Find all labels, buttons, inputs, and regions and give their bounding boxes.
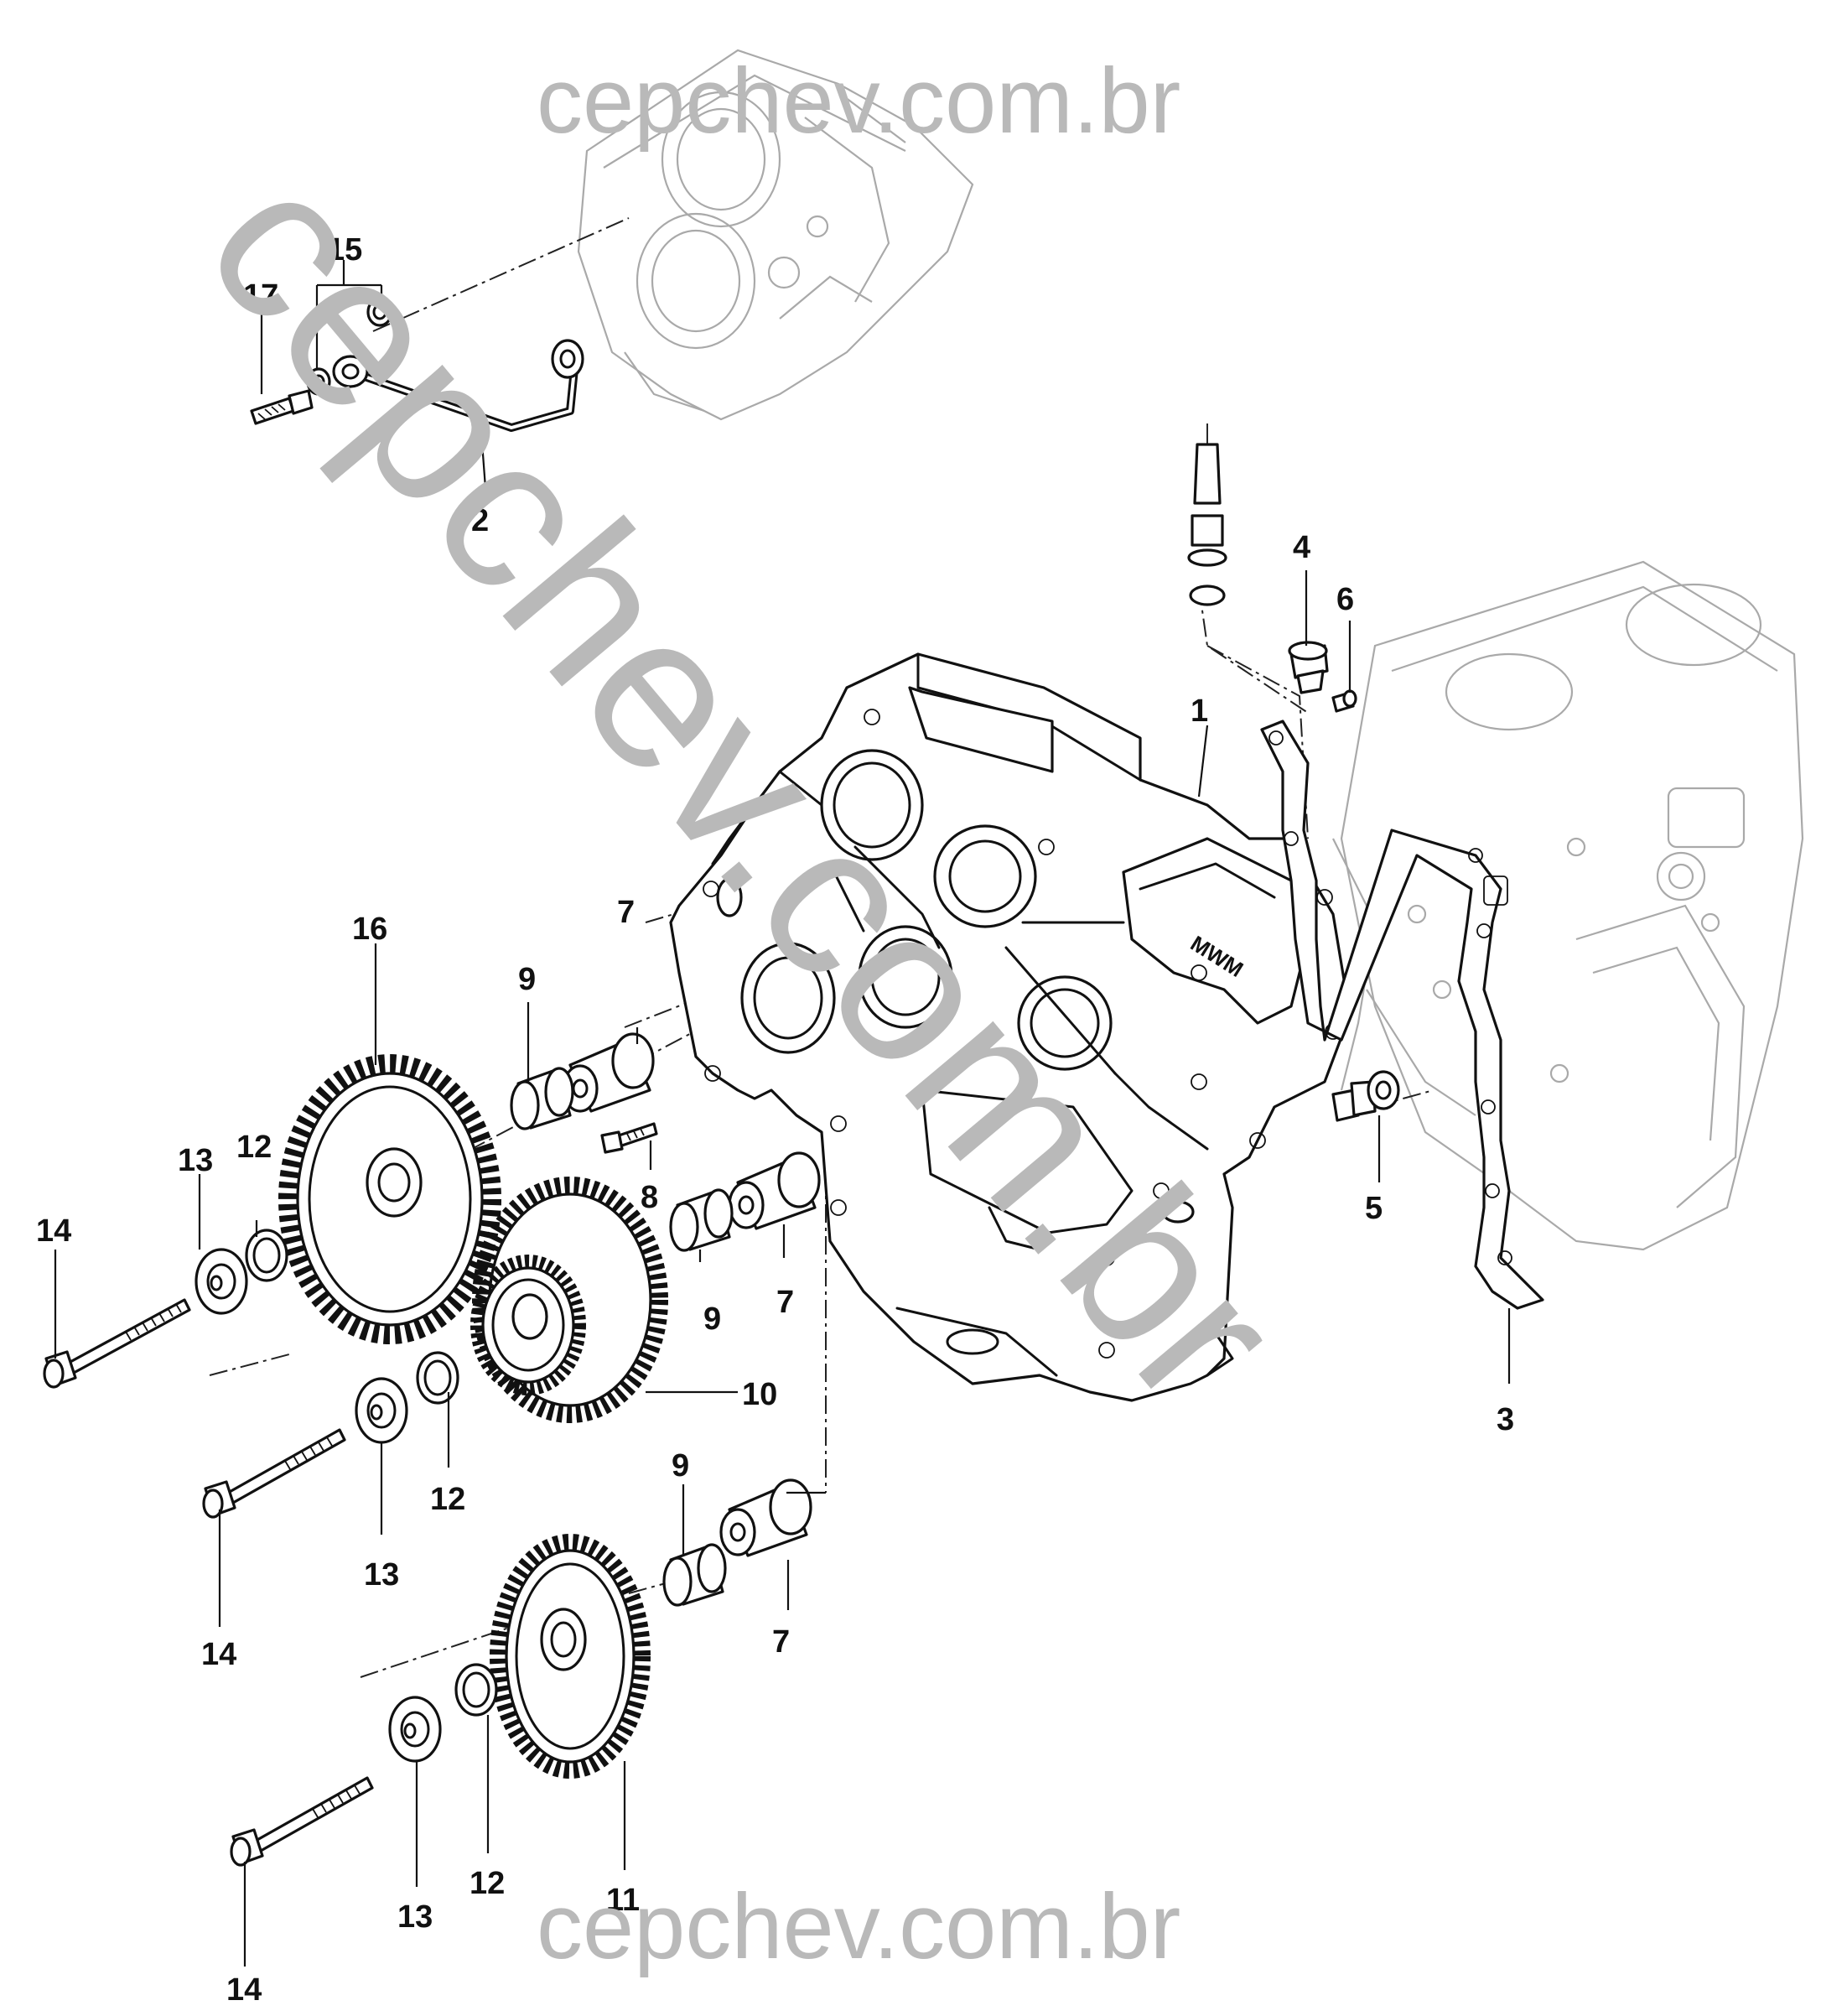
callout-4: 4 bbox=[1293, 530, 1310, 565]
callout-9-middle: 9 bbox=[703, 1302, 721, 1337]
callout-9-upper: 9 bbox=[518, 962, 536, 997]
callout-14-upper: 14 bbox=[36, 1213, 71, 1249]
shaft-part-7-upper bbox=[562, 1032, 655, 1113]
callout-6: 6 bbox=[1336, 582, 1354, 617]
washer-13-upper bbox=[195, 1248, 248, 1315]
gear-part-10 bbox=[470, 1177, 668, 1423]
callout-14-lower: 14 bbox=[226, 1972, 262, 2008]
washer-13-lower bbox=[388, 1696, 442, 1763]
engine-block-ghost-top bbox=[577, 49, 974, 421]
watermark-top: cepchev.com.br bbox=[537, 49, 1180, 153]
callout-3: 3 bbox=[1497, 1402, 1514, 1437]
callout-7-lower: 7 bbox=[772, 1624, 790, 1660]
callout-7-upper: 7 bbox=[617, 895, 635, 930]
timing-gear-housing: MWM bbox=[669, 652, 1351, 1402]
thrust-ring-12-middle bbox=[416, 1351, 459, 1405]
callout-16: 16 bbox=[352, 912, 387, 947]
bolt-part-8 bbox=[600, 1122, 658, 1154]
callout-labels: 1 2 3 4 5 6 7 7 7 8 9 9 9 10 11 12 12 12… bbox=[36, 232, 1514, 2008]
long-bolt-14-upper bbox=[43, 1298, 191, 1389]
washer-13-middle bbox=[355, 1377, 408, 1444]
callout-14-middle: 14 bbox=[201, 1637, 236, 1672]
callout-17: 17 bbox=[243, 278, 278, 314]
oil-pipe-assembly bbox=[250, 297, 584, 432]
housing-gasket bbox=[1260, 720, 1544, 1310]
gear-part-16 bbox=[278, 1054, 501, 1344]
callout-12-upper: 12 bbox=[236, 1130, 272, 1165]
callout-5: 5 bbox=[1365, 1191, 1383, 1226]
watermark-bottom: cepchev.com.br bbox=[537, 1875, 1180, 1978]
shaft-part-7-middle bbox=[728, 1151, 821, 1230]
callout-13-upper: 13 bbox=[178, 1143, 213, 1178]
callout-11: 11 bbox=[606, 1883, 640, 1918]
callout-2: 2 bbox=[471, 503, 489, 538]
callout-9-lower: 9 bbox=[672, 1448, 689, 1483]
callout-13-lower: 13 bbox=[397, 1899, 433, 1935]
long-bolt-14-middle bbox=[202, 1428, 346, 1519]
engine-block-ghost-right bbox=[1332, 560, 1804, 1251]
callout-12-lower: 12 bbox=[470, 1866, 505, 1901]
plug-part-6 bbox=[1331, 689, 1357, 713]
plug-part-4 bbox=[1288, 641, 1329, 694]
dipstick-guide-stack bbox=[1187, 423, 1227, 606]
leader-lines bbox=[54, 260, 1511, 1967]
callout-8: 8 bbox=[641, 1180, 658, 1215]
gear-part-11 bbox=[490, 1534, 651, 1779]
callout-1: 1 bbox=[1191, 694, 1208, 729]
fitting-part-5 bbox=[1331, 1070, 1400, 1122]
callout-15: 15 bbox=[327, 232, 362, 268]
bushing-part-9-lower bbox=[662, 1543, 727, 1607]
callout-10: 10 bbox=[742, 1377, 777, 1412]
shaft-part-7-lower bbox=[719, 1478, 812, 1557]
callout-7-middle: 7 bbox=[776, 1285, 794, 1320]
thrust-ring-12-lower bbox=[454, 1663, 498, 1717]
callout-12-middle: 12 bbox=[430, 1482, 465, 1517]
thrust-ring-12-upper bbox=[245, 1229, 288, 1282]
long-bolt-14-lower bbox=[230, 1776, 374, 1867]
bushing-part-9-middle bbox=[669, 1188, 734, 1252]
callout-13-middle: 13 bbox=[364, 1557, 399, 1593]
bushing-part-9-upper bbox=[510, 1067, 574, 1130]
